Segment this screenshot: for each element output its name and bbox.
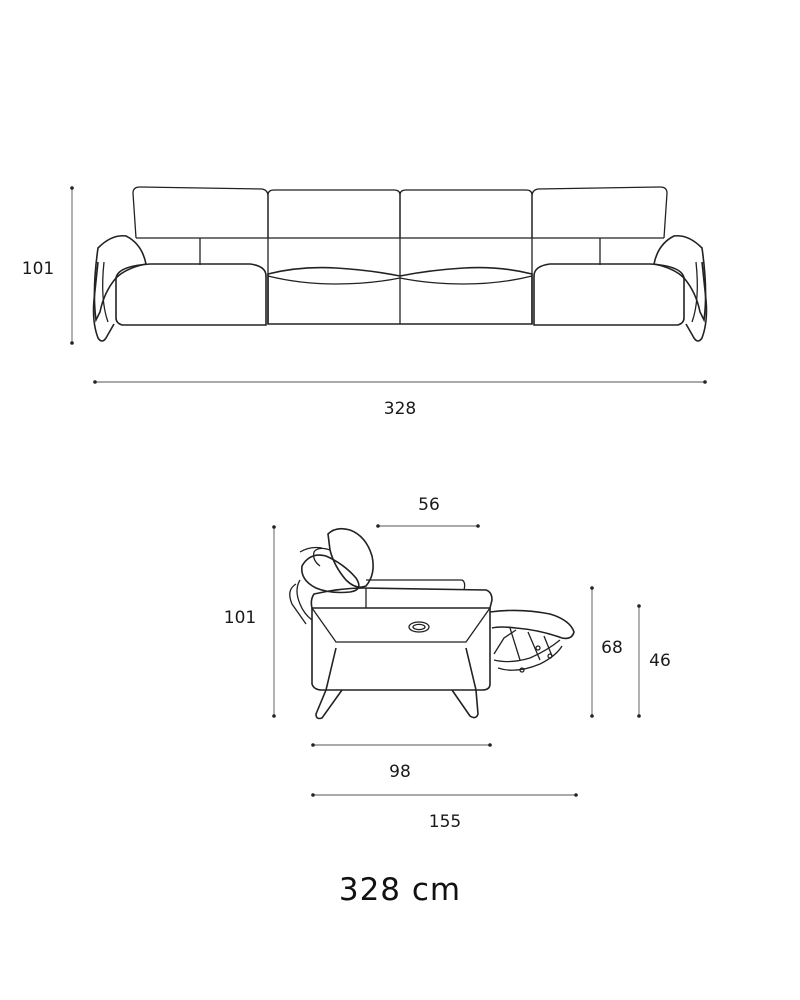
extended-depth-label: 155 (429, 812, 461, 832)
total-width-caption: 328 cm (338, 872, 462, 908)
back-cushion-mid-left (267, 189, 401, 238)
side-height-label: 101 (224, 608, 256, 628)
leg-left (92, 261, 115, 342)
side-leg-left (315, 647, 343, 720)
headrest-upper (327, 527, 374, 588)
footrest (489, 609, 575, 640)
front-view-sofa (92, 186, 708, 342)
side-height-dimension (272, 525, 276, 718)
back-cushion-mid-right (399, 189, 533, 238)
seat-height-dimension (637, 604, 641, 718)
back-cushion-left (132, 186, 269, 239)
headrest-depth-label: 56 (418, 495, 440, 515)
seat-right (533, 263, 685, 326)
seat-height-label: 46 (649, 651, 671, 671)
leg-right (685, 261, 708, 342)
side-view-sofa (289, 527, 575, 720)
front-width-dimension (93, 380, 707, 384)
right-arm (653, 234, 707, 323)
front-height-dimension (70, 186, 74, 345)
seat-depth-dimension (311, 743, 492, 747)
headrest-lower (300, 554, 360, 594)
side-arm-top (310, 587, 493, 609)
headrest-depth-dimension (376, 524, 480, 528)
extended-depth-dimension (311, 793, 578, 797)
front-height-label: 101 (22, 259, 54, 279)
back-cushion-right (531, 186, 668, 239)
arm-height-label: 68 (601, 638, 623, 658)
control-button-icon (408, 621, 430, 633)
seat-depth-label: 98 (389, 762, 411, 782)
seat-middle (267, 266, 533, 325)
seat-left (115, 263, 267, 326)
front-width-label: 328 (384, 399, 416, 419)
side-leg-right (451, 647, 479, 719)
arm-height-dimension (590, 586, 594, 718)
left-arm (93, 234, 147, 323)
side-body (311, 608, 491, 691)
